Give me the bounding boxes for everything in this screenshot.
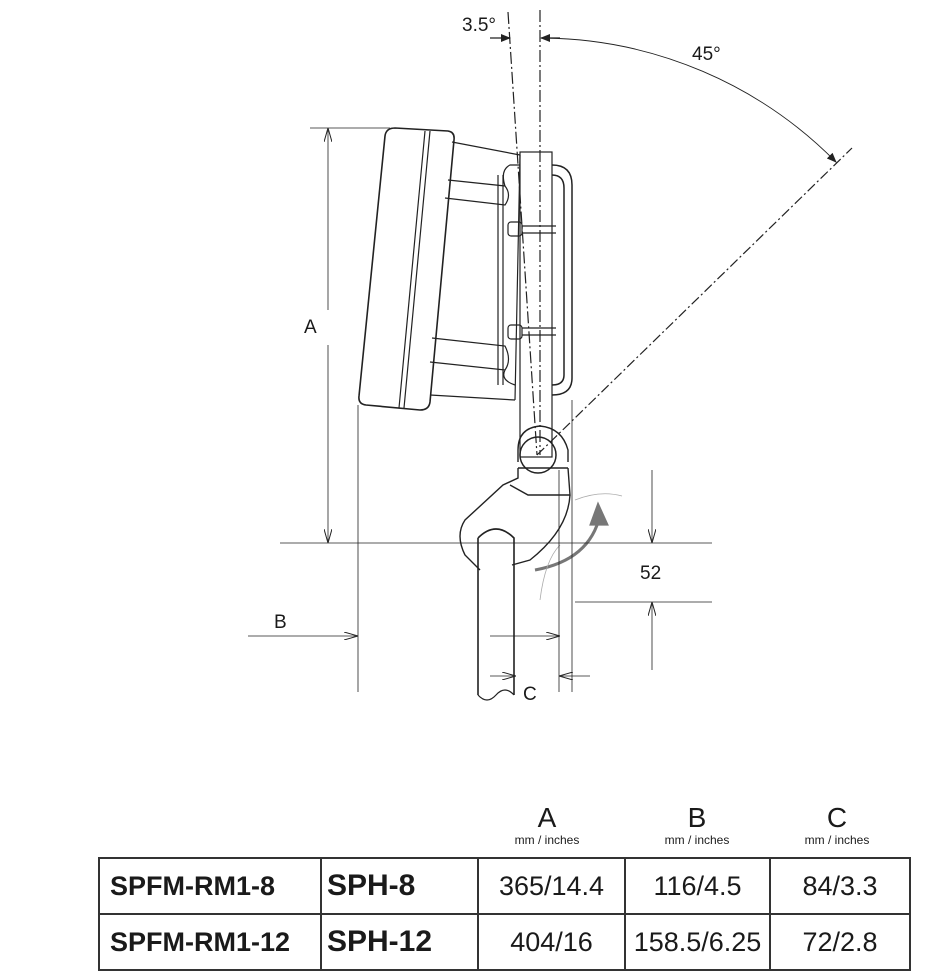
handset-cell: SPH-12 xyxy=(320,913,479,971)
column-c-label: C xyxy=(826,802,848,833)
lower-bracket xyxy=(429,337,516,386)
handset-cell: SPH-8 xyxy=(320,857,479,915)
handle-loop xyxy=(551,164,573,396)
dim-b-label: B xyxy=(274,612,287,633)
table-row: SPFM-RM1-8 SPH-8 365/14.4 116/4.5 84/3.3 xyxy=(98,857,911,915)
knob-upper xyxy=(507,221,523,237)
column-a-label: A xyxy=(537,802,557,833)
monitor-front xyxy=(358,127,455,411)
pivot-circle xyxy=(519,436,557,474)
mount-arm xyxy=(519,151,553,458)
rail-pipe xyxy=(477,528,515,695)
dim-c-label: C xyxy=(523,684,537,705)
column-b-label: B xyxy=(687,802,707,833)
tilt-angle-label: 3.5° xyxy=(462,15,496,36)
column-header-b: B mm / inches xyxy=(627,802,767,848)
dim-b-cell: 158.5/6.25 xyxy=(624,913,771,971)
monitor-bezel-line xyxy=(403,130,431,409)
column-header-c: C mm / inches xyxy=(767,802,907,848)
dim-b-cell: 116/4.5 xyxy=(624,857,771,915)
swing-arc xyxy=(544,37,837,163)
column-a-unit: mm / inches xyxy=(514,833,580,847)
dim-a-cell: 404/16 xyxy=(477,913,626,971)
pipe-break xyxy=(477,689,515,701)
column-c-unit: mm / inches xyxy=(804,833,870,847)
dimensions-table: SPFM-RM1-8 SPH-8 365/14.4 116/4.5 84/3.3… xyxy=(98,857,911,971)
dim-a-label: A xyxy=(304,317,317,338)
model-cell: SPFM-RM1-8 xyxy=(98,857,322,915)
dim-offset-label: 52 xyxy=(640,563,661,584)
swivel-base xyxy=(459,467,571,571)
column-b-unit: mm / inches xyxy=(664,833,730,847)
bracket-plate xyxy=(497,175,504,385)
rotation-sketch xyxy=(539,493,623,601)
upper-bracket xyxy=(444,164,520,206)
swing-centerline xyxy=(536,147,853,456)
rotation-arrowhead xyxy=(589,501,609,526)
model-cell: SPFM-RM1-12 xyxy=(98,913,322,971)
table-row: SPFM-RM1-12 SPH-12 404/16 158.5/6.25 72/… xyxy=(98,913,911,971)
dim-c-cell: 72/2.8 xyxy=(769,913,911,971)
dim-a-cell: 365/14.4 xyxy=(477,857,626,915)
monitor-body xyxy=(429,141,521,401)
dim-c-cell: 84/3.3 xyxy=(769,857,911,915)
knob-lower xyxy=(507,324,523,340)
monitor-bezel-line xyxy=(398,130,426,409)
column-header-a: A mm / inches xyxy=(477,802,617,848)
swing-angle-label: 45° xyxy=(692,44,721,65)
